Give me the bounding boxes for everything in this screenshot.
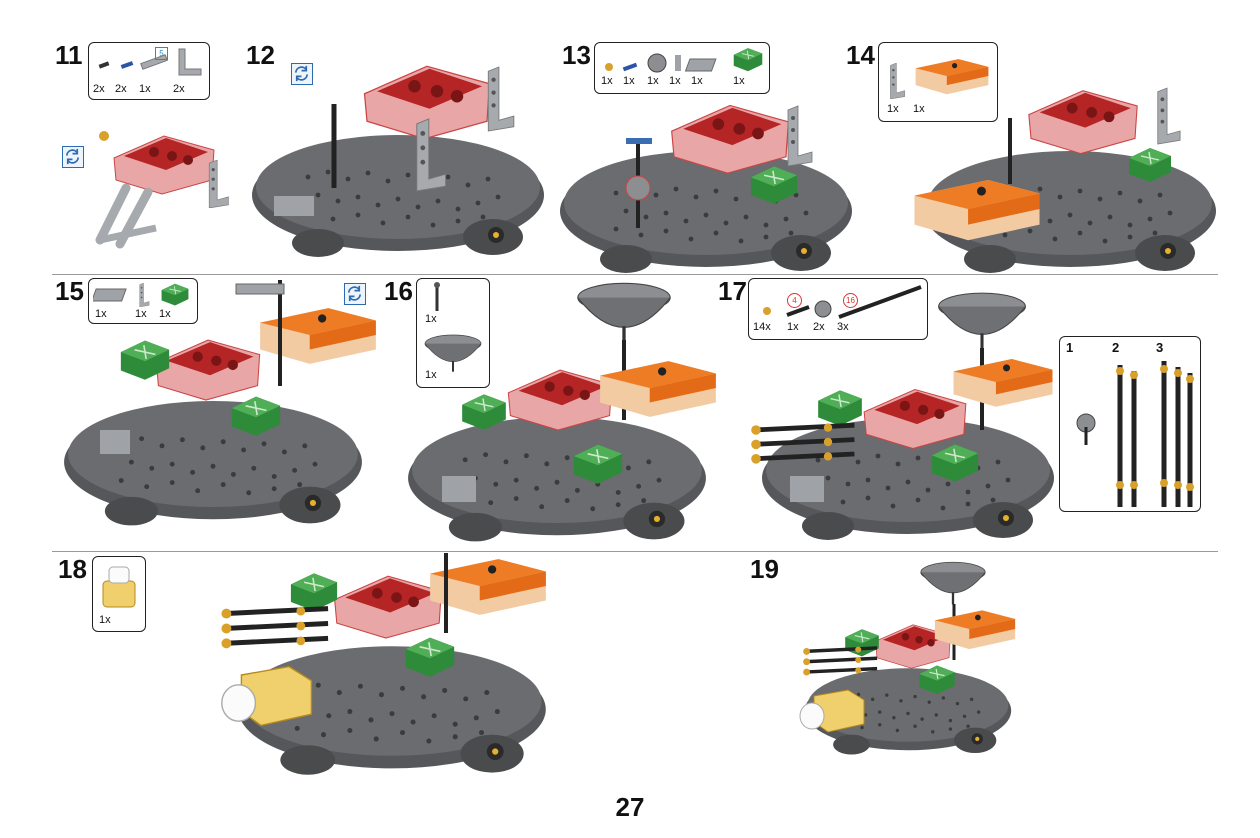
page-number: 27: [615, 792, 645, 822]
rotate-icon: [344, 283, 366, 305]
step-12-illustration: [252, 65, 544, 257]
qty-label: 1x: [787, 321, 799, 333]
parts-box: 1x 1x: [416, 278, 490, 388]
rotate-icon: [291, 63, 313, 85]
step-16-illustration: [408, 281, 716, 542]
qty-label: 1x: [601, 75, 613, 87]
qty-label: 1x: [913, 103, 925, 115]
step-number: 18: [58, 554, 87, 584]
qty-label: 1x: [135, 308, 147, 320]
step-number: 11: [55, 40, 83, 70]
parts-box: 1x 1x: [878, 42, 998, 122]
step-number: 17: [718, 276, 747, 306]
substep-label: 3: [1156, 340, 1164, 355]
subassembly-box: 1 2 3: [1059, 336, 1201, 512]
step-number: 12: [246, 40, 275, 70]
qty-label: 2x: [813, 321, 825, 333]
qty-label: 1x: [99, 614, 111, 626]
parts-icons: [93, 283, 189, 307]
step-11-illustration: [95, 131, 229, 249]
qty-label: 1x: [159, 308, 171, 320]
row-divider: [52, 551, 1218, 552]
parts-box: 1x: [92, 556, 146, 632]
qty-label: 1x: [425, 369, 437, 381]
subassembly-illustration: [1076, 361, 1194, 507]
parts-icons: [605, 47, 763, 73]
step-number: 19: [750, 554, 779, 584]
qty-label: 2x: [173, 83, 185, 95]
reference-marker: 5: [155, 47, 168, 60]
step-18-illustration: [214, 553, 546, 775]
step-15-illustration: [64, 280, 376, 526]
qty-label: 1x: [623, 75, 635, 87]
substep-label: 1: [1066, 340, 1074, 355]
step-number: 13: [562, 40, 591, 70]
rotate-icon: [62, 146, 84, 168]
step-19-illustration: [799, 561, 1016, 755]
qty-label: 1x: [733, 75, 745, 87]
step-17-illustration: [744, 291, 1054, 540]
step-number: 15: [55, 276, 84, 306]
parts-icons: [102, 566, 136, 608]
qty-label: 1x: [139, 83, 151, 95]
qty-label: 1x: [669, 75, 681, 87]
qty-label: 1x: [691, 75, 703, 87]
parts-icons: [98, 48, 202, 76]
qty-label: 1x: [647, 75, 659, 87]
step-13-illustration: [560, 104, 852, 273]
length-marker: 4: [787, 293, 802, 308]
step-number: 16: [384, 276, 413, 306]
qty-label: 14x: [753, 321, 771, 333]
qty-label: 1x: [95, 308, 107, 320]
row-divider: [52, 274, 1218, 275]
step-14-illustration: [914, 87, 1216, 273]
parts-box: 1x 1x 1x: [88, 278, 198, 324]
qty-label: 2x: [93, 83, 105, 95]
qty-label: 3x: [837, 321, 849, 333]
substep-label: 2: [1112, 340, 1120, 355]
parts-icons: [424, 282, 482, 373]
qty-label: 1x: [887, 103, 899, 115]
step-number: 14: [846, 40, 875, 70]
parts-box: 5 2x 2x 1x 2x: [88, 42, 210, 100]
qty-label: 2x: [115, 83, 127, 95]
parts-box: 4 16 14x 1x 2x 3x: [748, 278, 928, 340]
parts-box: 1x 1x 1x 1x 1x 1x: [594, 42, 770, 94]
parts-icons: [763, 285, 922, 319]
qty-label: 1x: [425, 313, 437, 325]
length-marker: 16: [843, 293, 858, 308]
